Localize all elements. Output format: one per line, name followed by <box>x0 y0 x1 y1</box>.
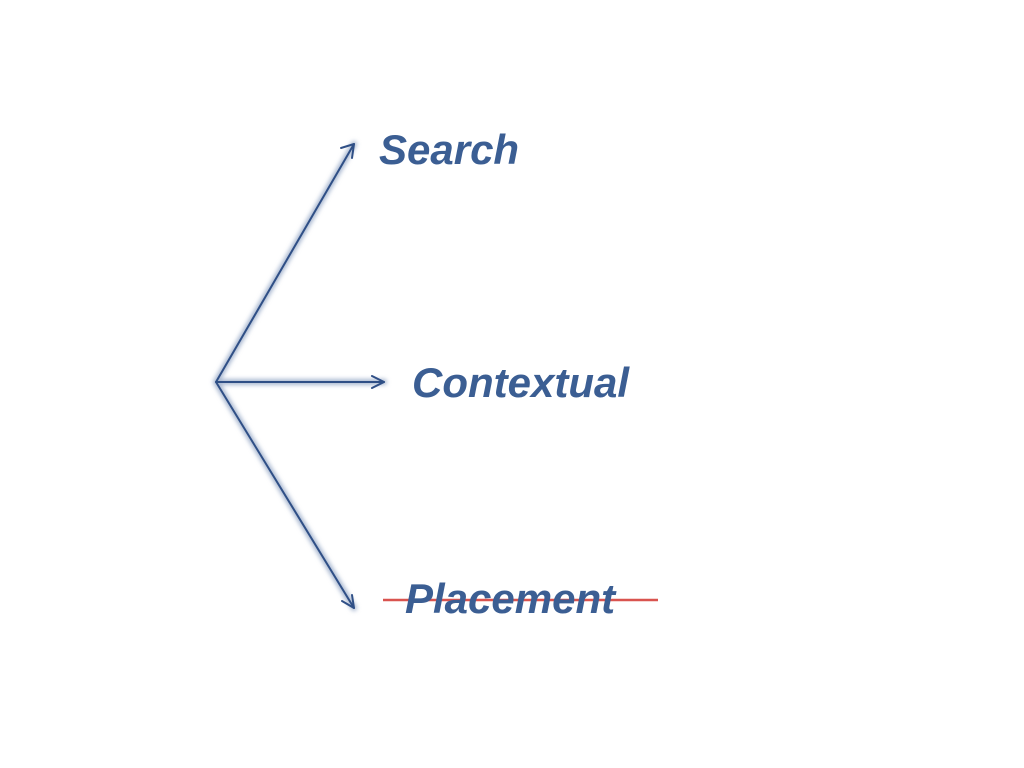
label-placement: Placement <box>405 575 616 622</box>
label-contextual: Contextual <box>412 359 630 406</box>
arrow-to-search <box>215 143 355 383</box>
arrowhead-search <box>340 143 355 159</box>
arrow-to-placement <box>215 381 355 609</box>
label-search: Search <box>379 126 520 173</box>
arrowhead-placement <box>341 594 355 609</box>
arrowhead-contextual <box>371 375 385 389</box>
